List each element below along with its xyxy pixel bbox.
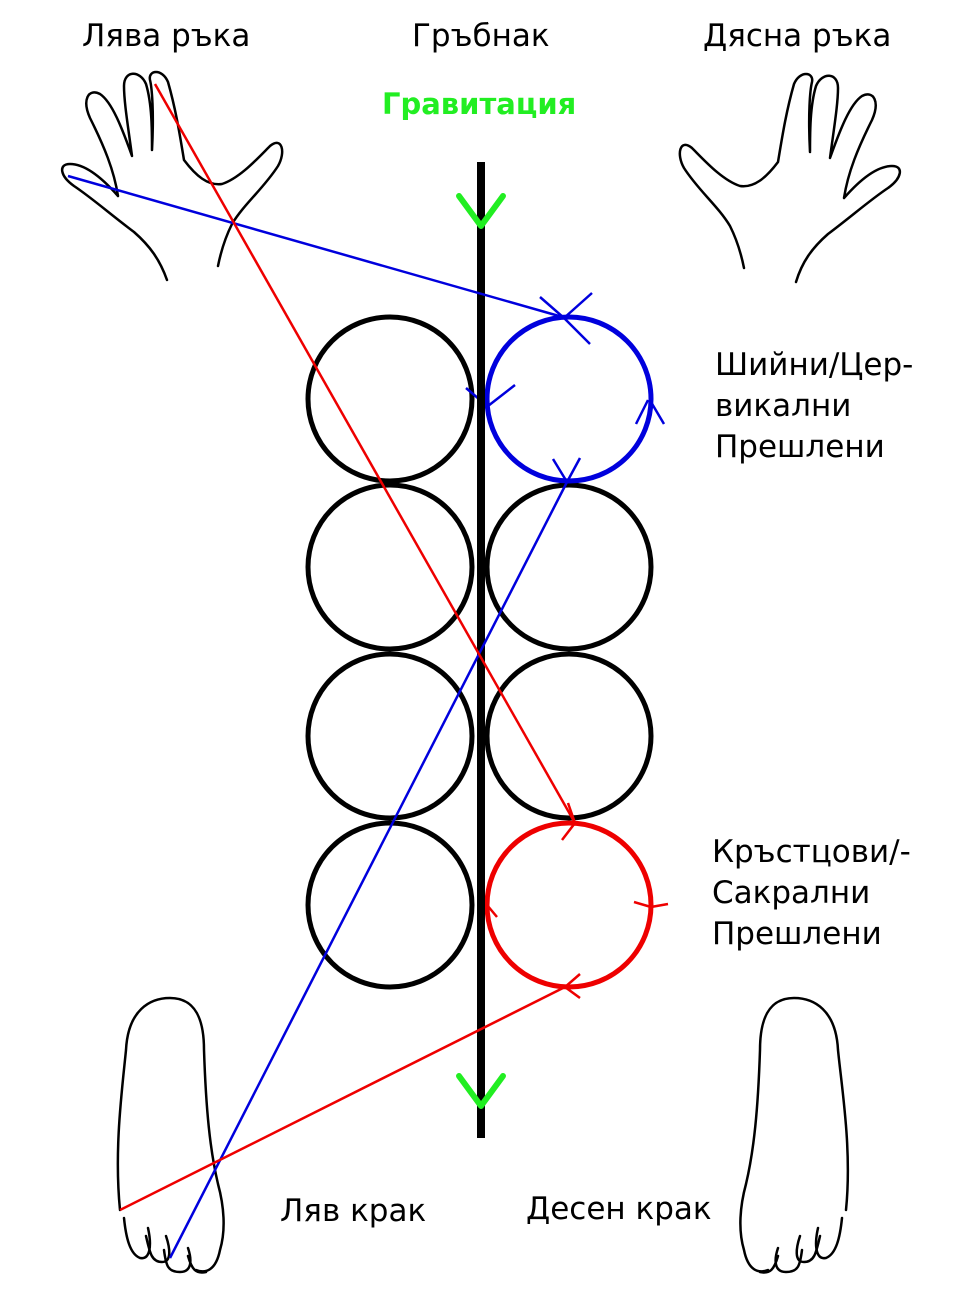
cervical-label-line-2: викални <box>715 388 852 424</box>
sacral-circle <box>476 802 669 1000</box>
gravity-arrows <box>456 193 506 1109</box>
vertebrae <box>305 314 654 990</box>
cervical-path <box>67 174 569 1259</box>
sacral-label-line-1: Кръстцови/- <box>712 834 911 870</box>
left-foot-label: Ляв крак <box>280 1193 427 1229</box>
right-foot-icon <box>739 996 850 1274</box>
gravity-label: Гравитация <box>382 87 577 121</box>
left-foot-icon <box>116 996 225 1274</box>
cervical-circle <box>465 292 666 484</box>
spine-label: Гръбнак <box>412 18 550 54</box>
vertebra-left-2 <box>305 482 475 652</box>
gravity-arrow-top-icon <box>456 193 506 229</box>
left-hand-icon <box>61 70 284 282</box>
gravity-arrow-bottom-icon <box>456 1073 506 1109</box>
vertebra-left-3 <box>305 651 475 821</box>
right-foot-label: Десен крак <box>526 1191 712 1227</box>
right-hand-icon <box>678 72 901 284</box>
cervical-label-line-3: Прешлени <box>715 429 885 465</box>
sacral-label-line-3: Прешлени <box>712 916 882 952</box>
vertebra-right-3 <box>484 651 654 821</box>
sacral-path <box>119 83 577 1212</box>
left-hand-label: Лява ръка <box>82 18 251 54</box>
vertebra-right-2 <box>484 482 654 652</box>
right-hand-label: Дясна ръка <box>703 18 892 54</box>
cervical-label-line-1: Шийни/Цер- <box>715 347 914 383</box>
vertebra-left-1 <box>305 314 475 484</box>
sacral-label-line-2: Сакрални <box>712 875 871 911</box>
vertebra-left-4 <box>305 820 475 990</box>
